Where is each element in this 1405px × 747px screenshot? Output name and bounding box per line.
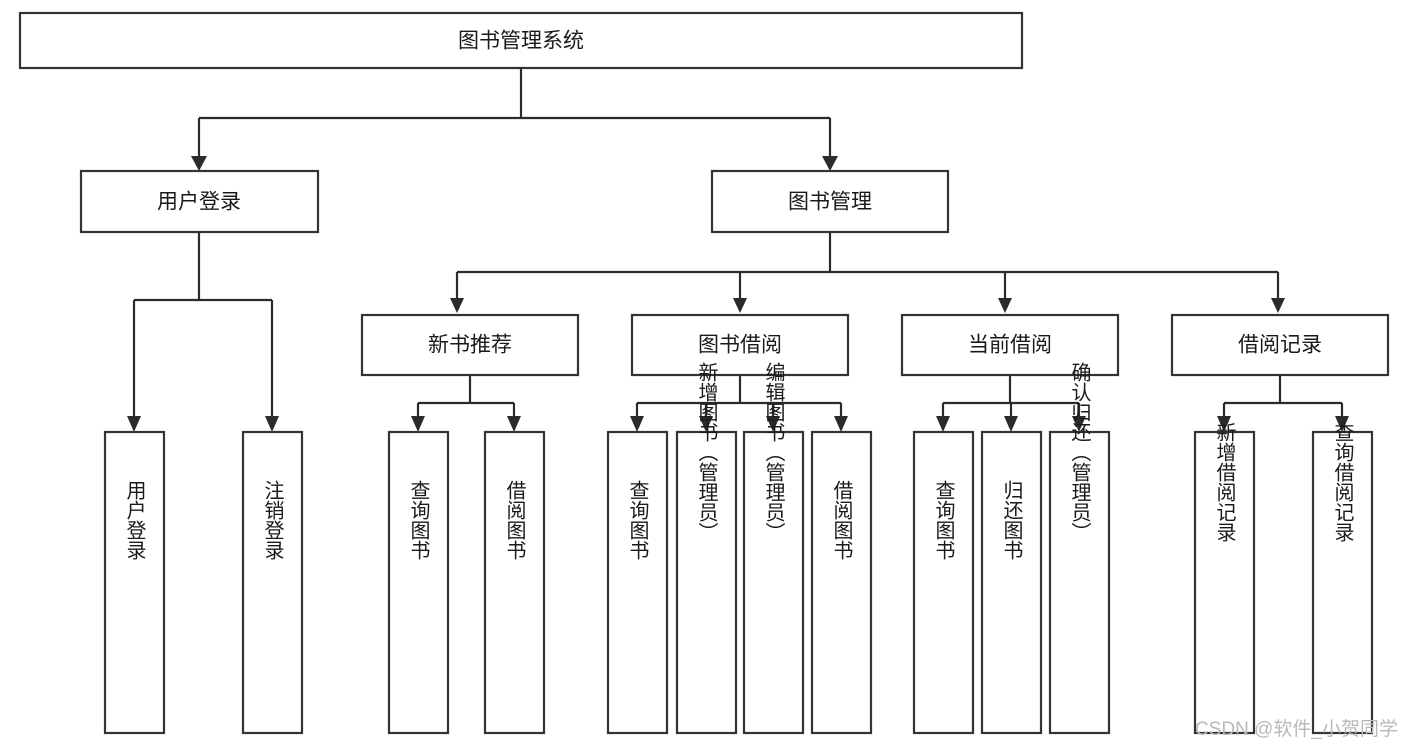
node-borrow-record[interactable]: 借阅记录: [1170, 313, 1390, 377]
leaf-book-borrow-2[interactable]: 新增图书（管理员）: [675, 362, 738, 735]
leaf-box[interactable]: [241, 430, 304, 735]
node-book-management[interactable]: 图书管理: [710, 169, 950, 234]
node-label-current-borrow: 当前借阅: [968, 334, 1052, 357]
leaf-label: 新增借阅记录: [1213, 422, 1236, 542]
leaf-borrow-record-1[interactable]: 新增借阅记录: [1193, 422, 1256, 735]
leaf-label: 编辑图书（管理员）: [762, 362, 785, 542]
leaf-label: 借阅图书: [830, 480, 853, 560]
node-label-book-management: 图书管理: [788, 191, 872, 214]
arrow-head-icon: [191, 156, 207, 171]
edge-layer: [127, 68, 1349, 432]
node-label-root: 图书管理系统: [458, 30, 584, 53]
leaf-box[interactable]: [1311, 430, 1374, 735]
leaf-user-login-2[interactable]: 注销登录: [241, 430, 304, 735]
leaf-label: 确认归还（管理员）: [1068, 362, 1091, 542]
leaf-label: 查询图书: [407, 480, 430, 560]
node-label-borrow-record: 借阅记录: [1238, 334, 1322, 357]
node-box-borrow-record[interactable]: [1170, 313, 1390, 377]
leaf-book-borrow-4[interactable]: 借阅图书: [810, 430, 873, 735]
arrow-head-icon: [450, 298, 464, 313]
leaf-box[interactable]: [980, 430, 1043, 735]
leaf-borrow-record-2[interactable]: 查询借阅记录: [1311, 422, 1374, 735]
arrow-head-icon: [733, 298, 747, 313]
arrow-head-icon: [411, 416, 425, 432]
leaf-current-borrow-1[interactable]: 查询图书: [912, 430, 975, 735]
leaf-label: 借阅图书: [503, 480, 526, 560]
arrow-head-icon: [1271, 298, 1285, 313]
leaf-box[interactable]: [810, 430, 873, 735]
leaf-box[interactable]: [103, 430, 166, 735]
leaf-box[interactable]: [675, 430, 738, 735]
node-book-borrow[interactable]: 图书借阅: [630, 313, 850, 377]
arrow-head-icon: [822, 156, 838, 171]
leaf-current-borrow-3[interactable]: 确认归还（管理员）: [1048, 362, 1111, 735]
node-current-borrow[interactable]: 当前借阅: [900, 313, 1120, 377]
node-box-new-book-recommend[interactable]: [360, 313, 580, 377]
node-box-current-borrow[interactable]: [900, 313, 1120, 377]
node-user-login[interactable]: 用户登录: [79, 169, 320, 234]
leaf-new-book-2[interactable]: 借阅图书: [483, 430, 546, 735]
arrow-head-icon: [834, 416, 848, 432]
arrow-head-icon: [630, 416, 644, 432]
leaf-user-login-1[interactable]: 用户登录: [103, 430, 166, 735]
leaf-new-book-1[interactable]: 查询图书: [387, 430, 450, 735]
node-label-user-login: 用户登录: [157, 191, 241, 214]
node-root-system[interactable]: 图书管理系统: [18, 11, 1024, 70]
arrow-head-icon: [265, 416, 279, 432]
node-box-book-management[interactable]: [710, 169, 950, 234]
leaf-box[interactable]: [387, 430, 450, 735]
watermark-text: CSDN @软件_小贺同学: [1195, 718, 1398, 740]
arrow-head-icon: [699, 416, 713, 432]
leaf-box[interactable]: [606, 430, 669, 735]
leaf-label: 归还图书: [1000, 480, 1023, 560]
leaf-box[interactable]: [912, 430, 975, 735]
arrow-head-icon: [507, 416, 521, 432]
leaf-book-borrow-3[interactable]: 编辑图书（管理员）: [742, 362, 805, 735]
node-label-new-book-recommend: 新书推荐: [428, 334, 512, 357]
node-label-book-borrow: 图书借阅: [698, 334, 782, 357]
node-box-user-login[interactable]: [79, 169, 320, 234]
node-new-book-recommend[interactable]: 新书推荐: [360, 313, 580, 377]
arrow-head-icon: [766, 416, 780, 432]
arrow-head-icon: [936, 416, 950, 432]
leaf-book-borrow-1[interactable]: 查询图书: [606, 430, 669, 735]
arrow-head-icon: [1217, 416, 1231, 432]
node-box-root[interactable]: [18, 11, 1024, 70]
leaf-label: 查询图书: [626, 480, 649, 560]
node-box-book-borrow[interactable]: [630, 313, 850, 377]
leaf-label: 查询图书: [932, 480, 955, 560]
arrow-head-icon: [127, 416, 141, 432]
leaf-label: 查询借阅记录: [1331, 422, 1354, 542]
arrow-head-icon: [1072, 416, 1086, 432]
arrow-head-icon: [1335, 416, 1349, 432]
leaf-box[interactable]: [742, 430, 805, 735]
leaf-label: 注销登录: [261, 480, 284, 560]
leaf-box[interactable]: [1048, 430, 1111, 735]
leaf-label: 用户登录: [123, 480, 146, 560]
leaf-box[interactable]: [483, 430, 546, 735]
arrow-head-icon: [1004, 416, 1018, 432]
leaf-box[interactable]: [1193, 430, 1256, 735]
arrow-head-icon: [998, 298, 1012, 313]
leaf-label: 新增图书（管理员）: [695, 362, 718, 542]
leaf-current-borrow-2[interactable]: 归还图书: [980, 430, 1043, 735]
